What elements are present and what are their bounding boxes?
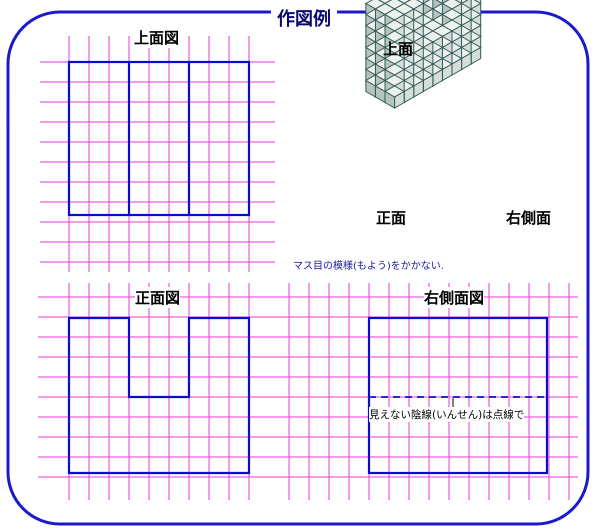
cube-side-face xyxy=(384,90,396,109)
cube-top-label: 上面 xyxy=(383,40,414,58)
outline-layer xyxy=(67,60,549,475)
front-view-outline xyxy=(67,316,251,475)
side-view-label: 右側面図 xyxy=(424,287,485,308)
cube-right-side-label: 右側面 xyxy=(506,209,552,227)
cube-front-label: 正面 xyxy=(376,209,407,227)
isometric-model xyxy=(364,0,482,109)
top-view-label: 上面図 xyxy=(134,27,180,48)
grid-note: マス目の模様(もよう)をかかない. xyxy=(293,261,444,272)
page-title: 作図例 xyxy=(271,5,337,31)
side-view-outline xyxy=(367,316,549,475)
hidden-line-note: 見えない陰線(いんせん)は点線で xyxy=(369,407,525,422)
top-view-outline xyxy=(67,60,251,217)
front-view-label: 正面図 xyxy=(135,287,181,308)
